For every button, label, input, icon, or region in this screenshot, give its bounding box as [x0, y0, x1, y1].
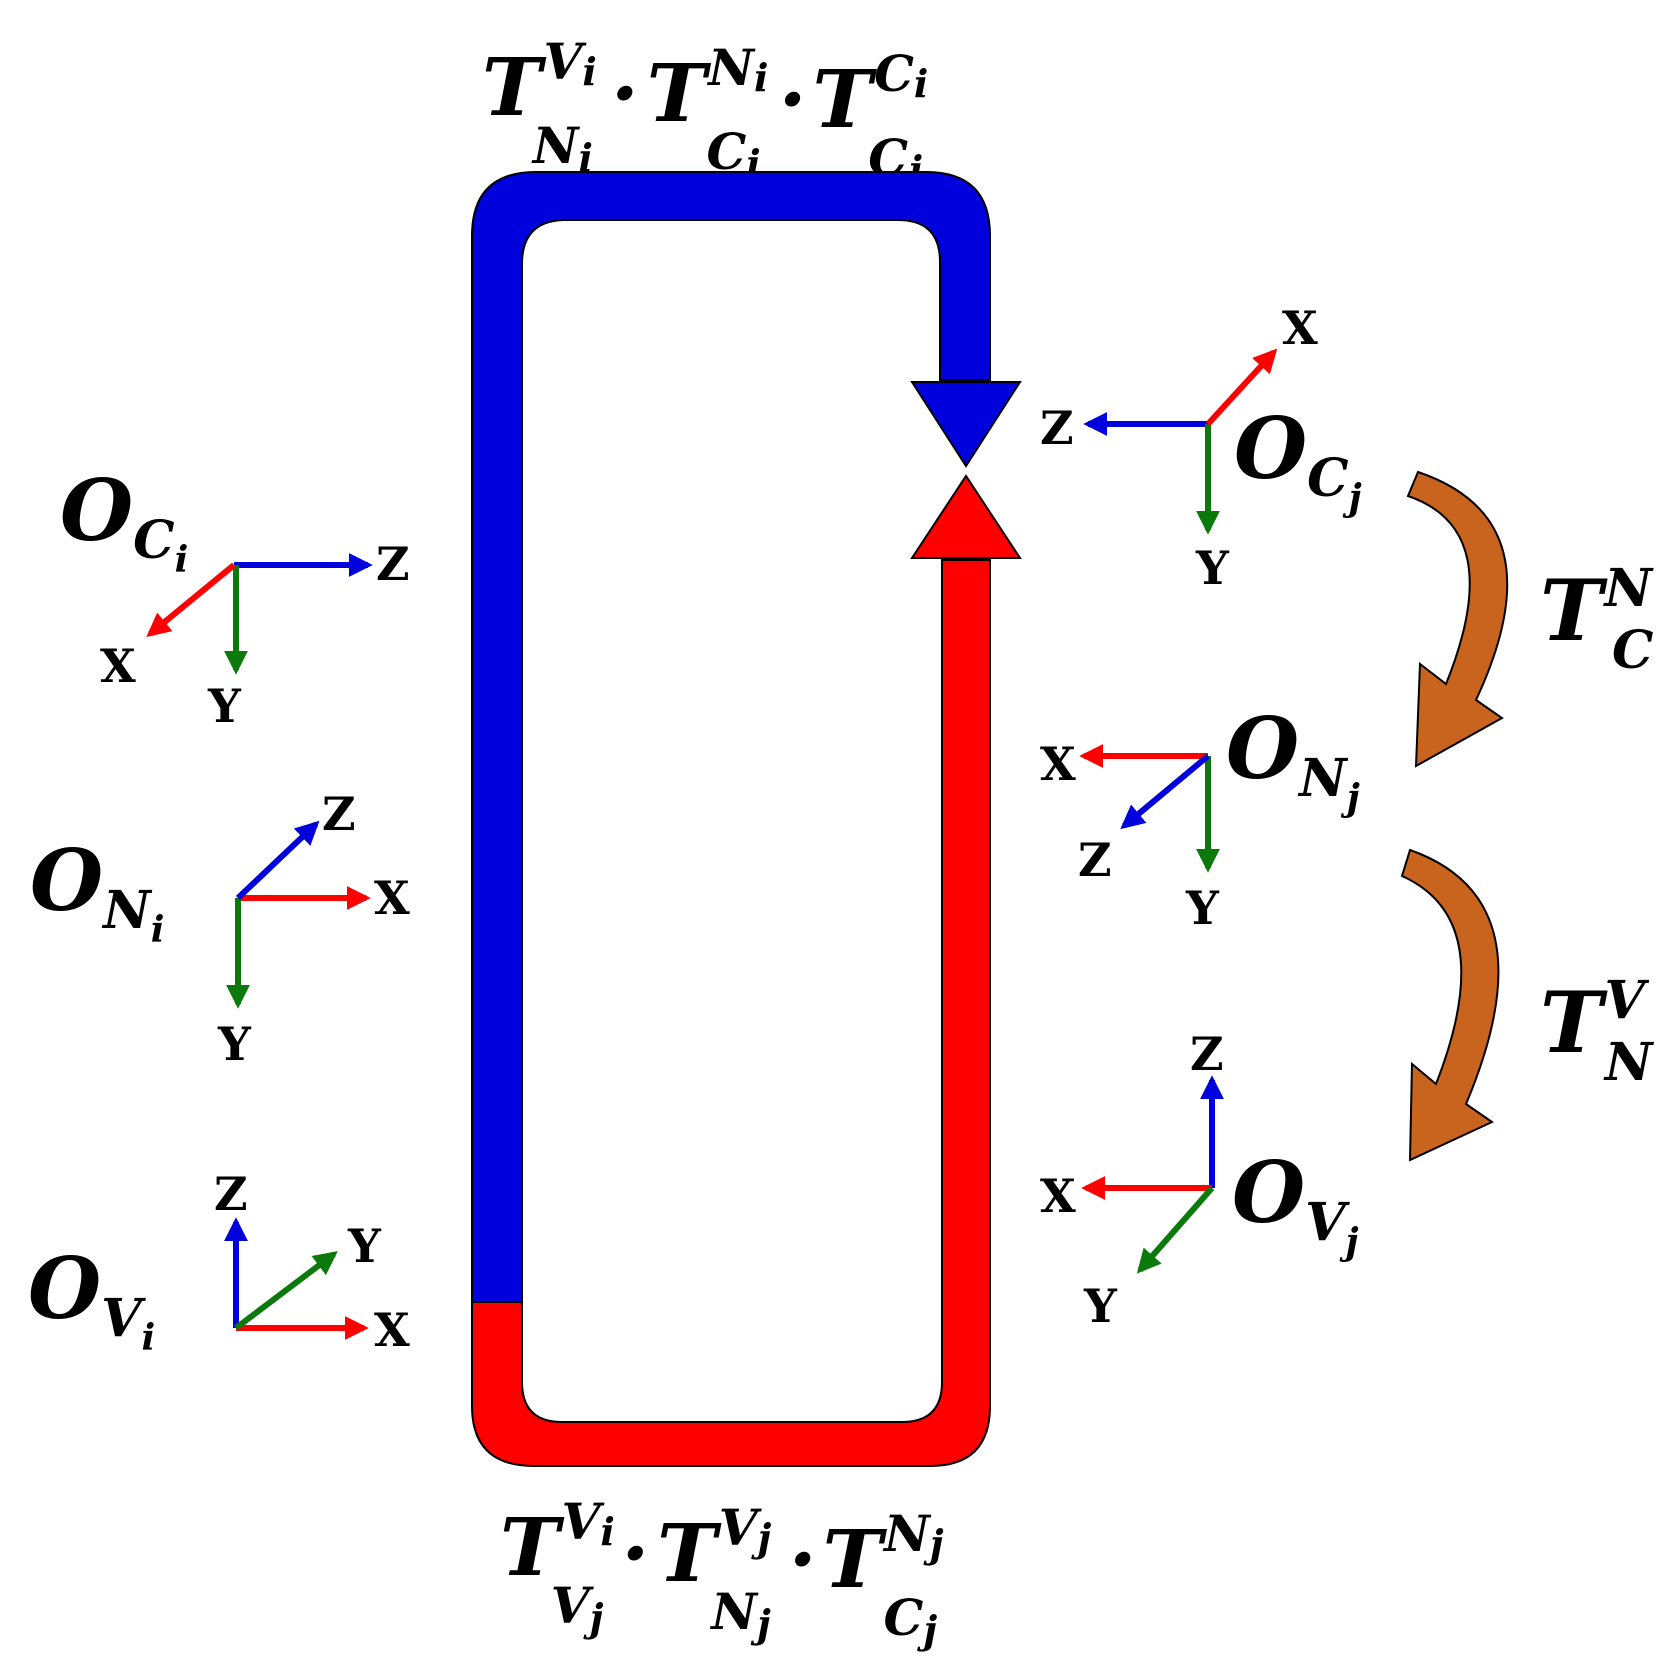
frame-oni-z-axis	[235, 820, 320, 901]
frame-onj-z-axis	[1120, 753, 1210, 830]
frame-ovi-label: OVi	[28, 1239, 155, 1359]
frame-onj: X Z Y ONj	[1040, 699, 1360, 935]
top-sep2: ·	[779, 52, 807, 146]
frame-ocj: X Z Y OCj	[1040, 301, 1362, 595]
frame-ovj-label: OVj	[1232, 1143, 1359, 1263]
bottom-transform-path	[471, 474, 1022, 1467]
frame-ovi-z-label: Z	[214, 1167, 248, 1221]
frame-onj-x-label: X	[1040, 737, 1076, 791]
bottom-term3-base: T	[823, 1512, 888, 1606]
bottom-term1-sup-sub: i	[600, 1509, 614, 1554]
top-term1-sub-sub: i	[578, 135, 592, 180]
top-term2-sup-sub: i	[754, 55, 768, 100]
frame-ovi-y-axis	[234, 1251, 338, 1331]
frame-ovj-x-label: X	[1040, 1169, 1076, 1223]
frame-oni-z-label: Z	[322, 787, 356, 841]
top-transform-path	[471, 171, 1022, 1303]
frame-oci: OCi Z X Y	[60, 461, 410, 733]
bottom-term1-base: T	[500, 1500, 565, 1594]
top-term3-sup-sub: i	[914, 61, 928, 106]
bottom-sep2: ·	[789, 1512, 817, 1606]
frame-oni-y-label: Y	[217, 1017, 252, 1071]
top-term1-sup-sub: i	[582, 49, 596, 94]
bottom-term3-sup: N	[882, 1504, 932, 1563]
frame-onj-z-label: Z	[1078, 833, 1112, 887]
frame-ovi-y-label: Y	[347, 1219, 382, 1273]
top-term3-base: T	[813, 52, 878, 146]
bottom-term3-sub: C	[884, 1588, 924, 1647]
frame-ovj: Z X Y OVj	[1040, 1027, 1359, 1333]
top-path-arrowhead	[910, 381, 1022, 468]
frame-onj-label: ONj	[1226, 699, 1360, 819]
frame-ocj-x-label: X	[1282, 301, 1318, 355]
frame-ovi: OVi Z Y X	[28, 1167, 410, 1359]
frame-oni-x-label: X	[374, 871, 410, 925]
frame-ovj-y-axis	[1136, 1186, 1215, 1274]
bottom-term2-sup: V	[719, 1498, 763, 1557]
bottom-term2-base: T	[657, 1506, 722, 1600]
frame-oci-x-label: X	[100, 639, 136, 693]
frame-ocj-x-axis	[1205, 348, 1278, 427]
frame-ovi-x-label: X	[374, 1303, 410, 1357]
bottom-term1-sub: V	[551, 1576, 595, 1635]
frame-oci-z-label: Z	[376, 537, 410, 591]
bottom-term1-sup: V	[562, 1492, 606, 1551]
frame-oci-label: OCi	[60, 461, 188, 581]
top-term1-sub: N	[531, 116, 581, 175]
frame-ocj-label: OCj	[1234, 399, 1362, 519]
frame-oni-label: ONi	[30, 831, 164, 951]
bottom-sep1: ·	[621, 1506, 649, 1600]
top-term2-base: T	[647, 46, 712, 140]
top-sep1: ·	[611, 46, 639, 140]
top-term3-sup: C	[874, 44, 914, 103]
frame-oci-x-axis	[146, 562, 236, 638]
frame-ocj-y-label: Y	[1195, 541, 1230, 595]
top-term1-sup: V	[544, 32, 588, 91]
frame-ovj-z-label: Z	[1190, 1027, 1224, 1081]
frame-oci-y-label: Y	[207, 679, 242, 733]
frame-onj-y-label: Y	[1185, 881, 1220, 935]
top-term1-base: T	[482, 40, 547, 134]
frame-ovj-y-label: Y	[1083, 1279, 1118, 1333]
bottom-path-arrowhead	[910, 474, 1022, 559]
top-term2-sup: N	[706, 38, 756, 97]
frame-ocj-z-label: Z	[1040, 401, 1074, 455]
bottom-term2-sub: N	[709, 1582, 759, 1641]
frame-oni: ONi Z X Y	[30, 787, 410, 1071]
